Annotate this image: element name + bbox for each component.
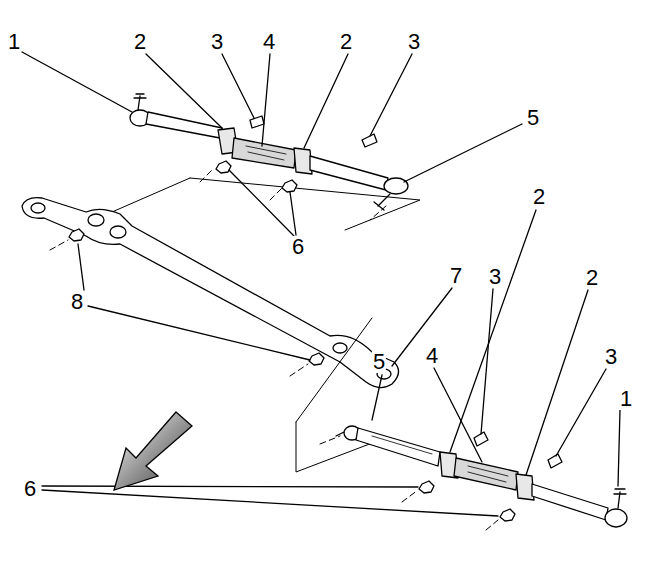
- callout-number: 2: [339, 31, 353, 53]
- callout-number: 7: [449, 265, 463, 287]
- callout-number: 3: [210, 31, 224, 53]
- callout-number: 3: [488, 266, 502, 288]
- callout-number: 3: [407, 31, 421, 53]
- callout-number: 2: [133, 31, 147, 53]
- callout-number: 6: [23, 478, 37, 500]
- callout-number: 1: [7, 31, 21, 53]
- callout-number: 2: [532, 186, 546, 208]
- callout-number: 5: [372, 351, 386, 373]
- callout-number: 2: [585, 267, 599, 289]
- callout-number: 6: [291, 236, 305, 258]
- callout-number: 3: [604, 346, 618, 368]
- callout-number: 4: [425, 345, 439, 367]
- callout-number: 4: [262, 31, 276, 53]
- callout-number: 8: [70, 291, 84, 313]
- callout-number: 5: [526, 107, 540, 129]
- callout-number: 1: [619, 388, 633, 410]
